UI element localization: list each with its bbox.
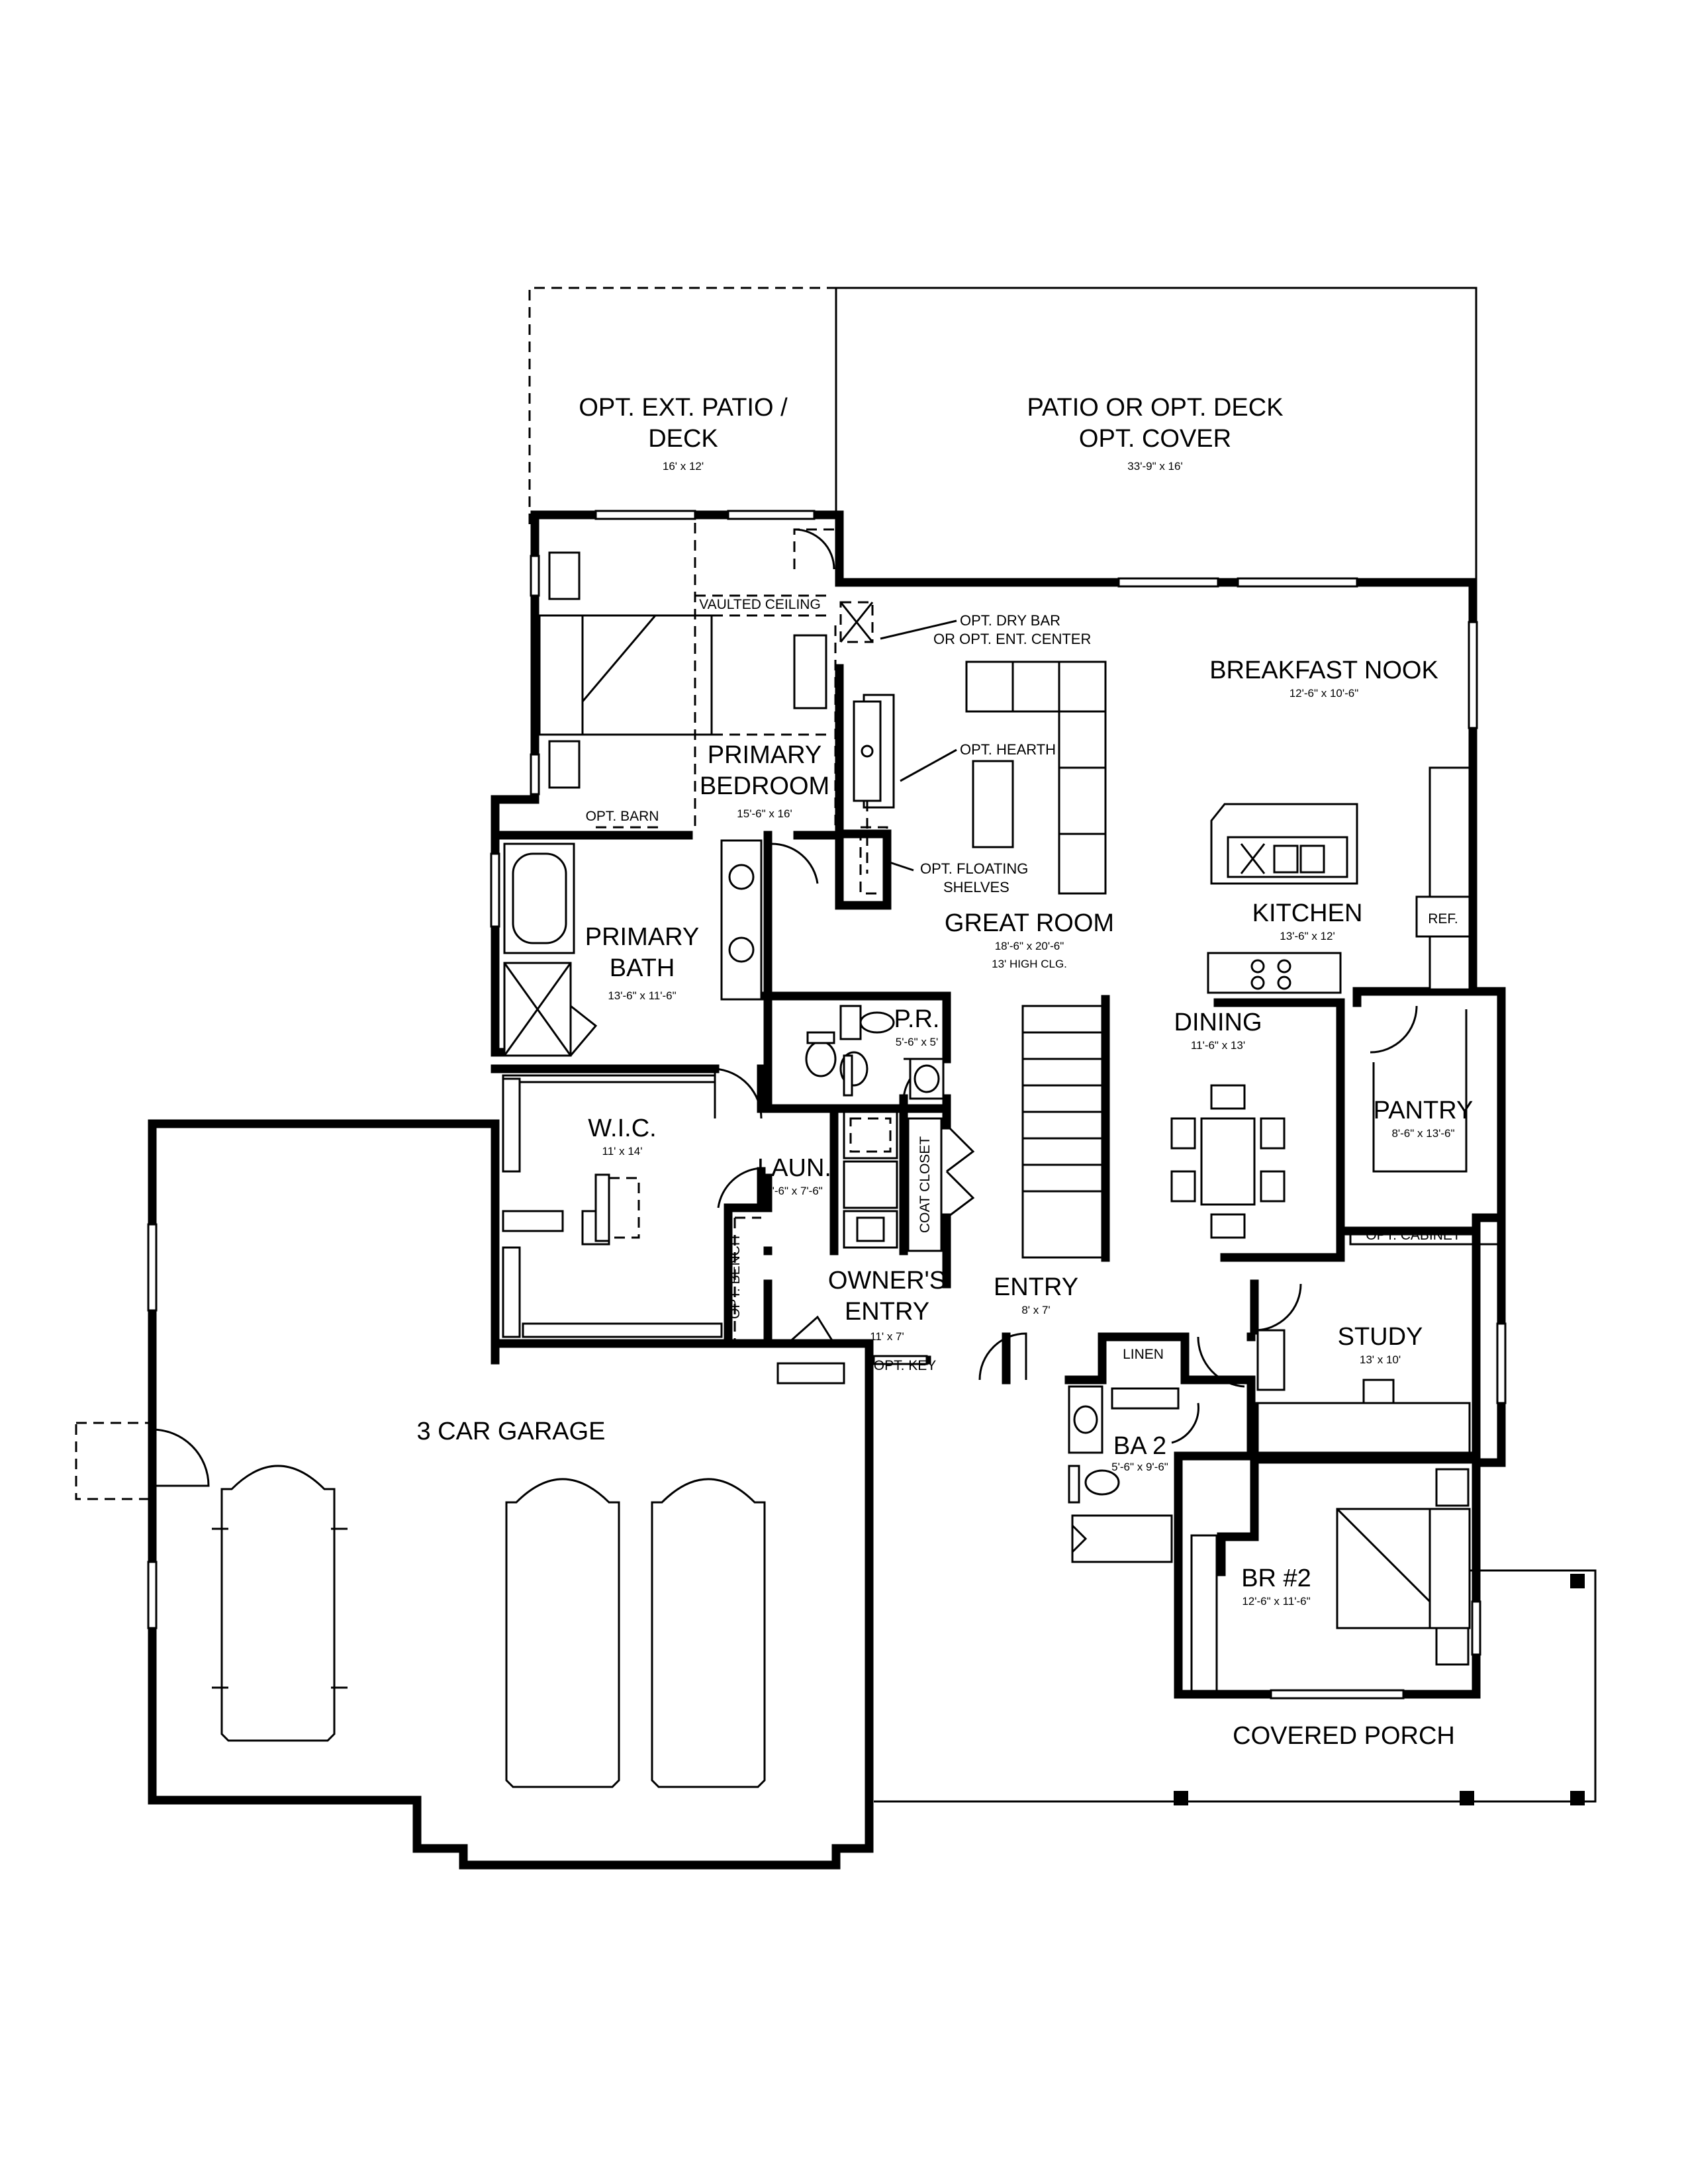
kitchen-dims: 13'-6" x 12' xyxy=(1280,930,1335,942)
wic-name: W.I.C. xyxy=(588,1115,656,1142)
bath-2-dims: 5'-6" x 9'-6" xyxy=(1111,1461,1168,1473)
primary-bedroom-furniture xyxy=(538,523,837,827)
great-room-furniture xyxy=(839,601,1107,1259)
patio-name-1: PATIO OR OPT. DECK xyxy=(1027,394,1283,422)
exterior-walls xyxy=(148,510,1506,1870)
powder-room-fixtures xyxy=(805,1005,945,1100)
annotations: VAULTED CEILING OPT. DRY BAR OR OPT. ENT… xyxy=(586,597,1461,1373)
study-furniture xyxy=(1256,1231,1499,1454)
wic-shelves xyxy=(502,1074,723,1338)
entry-dims: 8' x 7' xyxy=(1021,1304,1050,1316)
great-room-ceiling: 13' HIGH CLG. xyxy=(992,958,1067,970)
room-labels: OPT. EXT. PATIO / DECK 16' x 12' PATIO O… xyxy=(416,394,1473,1750)
study-dims: 13' x 10' xyxy=(1360,1353,1401,1366)
ref-note: REF. xyxy=(1428,911,1458,927)
primary-bedroom-name-1: PRIMARY xyxy=(708,741,821,769)
option-callout-leaders xyxy=(596,619,957,874)
opt-key-note: OPT. KEY xyxy=(874,1358,937,1373)
bedroom-2-furniture xyxy=(1190,1468,1471,1692)
pantry-dims: 8'-6" x 13'-6" xyxy=(1391,1127,1454,1140)
garage-cars xyxy=(212,1465,766,1788)
primary-bedroom-dims: 15'-6" x 16' xyxy=(737,807,792,820)
bath-2-name: BA 2 xyxy=(1113,1432,1166,1460)
bedroom-2-dims: 12'-6" x 11'-6" xyxy=(1242,1595,1310,1608)
opt-hearth-note: OPT. HEARTH xyxy=(960,741,1056,758)
coat-closet xyxy=(907,1117,943,1252)
windows xyxy=(147,510,1507,1700)
patio-dims: 33'-9" x 16' xyxy=(1127,460,1182,473)
laundry-fixtures xyxy=(733,1111,898,1343)
kitchen-fixtures xyxy=(1207,766,1471,994)
opt-bench-note: OPT. BENCH xyxy=(727,1236,743,1319)
great-room-dims: 18'-6" x 20'-6" xyxy=(995,940,1064,952)
opt-dry-bar-note-1: OPT. DRY BAR xyxy=(960,612,1060,629)
linen-note: LINEN xyxy=(1123,1347,1164,1362)
owners-entry-name-2: ENTRY xyxy=(845,1298,929,1326)
opt-patio-name-1: OPT. EXT. PATIO / xyxy=(579,394,788,422)
laundry-dims: 6'-6" x 7'-6" xyxy=(766,1185,823,1197)
opt-floating-note-1: OPT. FLOATING xyxy=(920,860,1028,877)
covered-porch-name: COVERED PORCH xyxy=(1233,1722,1455,1750)
coat-closet-note: COAT CLOSET xyxy=(917,1136,933,1233)
primary-bath-name-2: BATH xyxy=(610,954,675,982)
primary-bath-fixtures xyxy=(503,839,763,1057)
opt-patio-dims: 16' x 12' xyxy=(663,460,704,473)
owners-entry-dims: 11' x 7' xyxy=(870,1330,904,1343)
pantry-name: PANTRY xyxy=(1374,1097,1474,1124)
pantry-shelves xyxy=(1372,1009,1468,1173)
opt-patio-name-2: DECK xyxy=(648,425,718,453)
opt-barn-note: OPT. BARN xyxy=(586,809,659,824)
study-name: STUDY xyxy=(1338,1323,1423,1351)
great-room-name: GREAT ROOM xyxy=(945,909,1114,937)
opt-patio-outline xyxy=(528,287,837,524)
garage-name: 3 CAR GARAGE xyxy=(416,1418,605,1445)
kitchen-name: KITCHEN xyxy=(1252,899,1363,927)
powder-room-name: P.R. xyxy=(894,1005,939,1033)
dining-name: DINING xyxy=(1174,1009,1262,1036)
owners-entry-name-1: OWNER'S xyxy=(828,1267,946,1295)
patio-outline xyxy=(836,287,1477,592)
entry-name: ENTRY xyxy=(994,1273,1078,1301)
interior-walls xyxy=(491,664,1481,1464)
opt-cabinet-note: OPT. CABINET xyxy=(1366,1228,1461,1243)
laundry-name: LAUN. xyxy=(757,1154,831,1182)
opt-dry-bar-note-2: OR OPT. ENT. CENTER xyxy=(933,631,1091,647)
opt-floating-note-2: SHELVES xyxy=(943,879,1009,895)
patio-name-2: OPT. COVER xyxy=(1079,425,1231,453)
primary-bath-dims: 13'-6" x 11'-6" xyxy=(608,989,676,1002)
vaulted-ceiling-note: VAULTED CEILING xyxy=(699,597,821,612)
dining-dims: 11'-6" x 13' xyxy=(1191,1039,1245,1052)
wic-dims: 11' x 14' xyxy=(602,1145,643,1158)
bath-2-fixtures xyxy=(1068,1385,1180,1563)
primary-bedroom-name-2: BEDROOM xyxy=(700,772,829,800)
bedroom-2-name: BR #2 xyxy=(1241,1565,1311,1592)
porch-outline xyxy=(874,1569,1597,1805)
dining-furniture xyxy=(1170,1084,1286,1239)
powder-room-dims: 5'-6" x 5' xyxy=(896,1036,939,1048)
primary-bath-name-1: PRIMARY xyxy=(585,923,699,951)
breakfast-nook-name: BREAKFAST NOOK xyxy=(1209,657,1438,684)
breakfast-nook-dims: 12'-6" x 10'-6" xyxy=(1289,687,1359,700)
